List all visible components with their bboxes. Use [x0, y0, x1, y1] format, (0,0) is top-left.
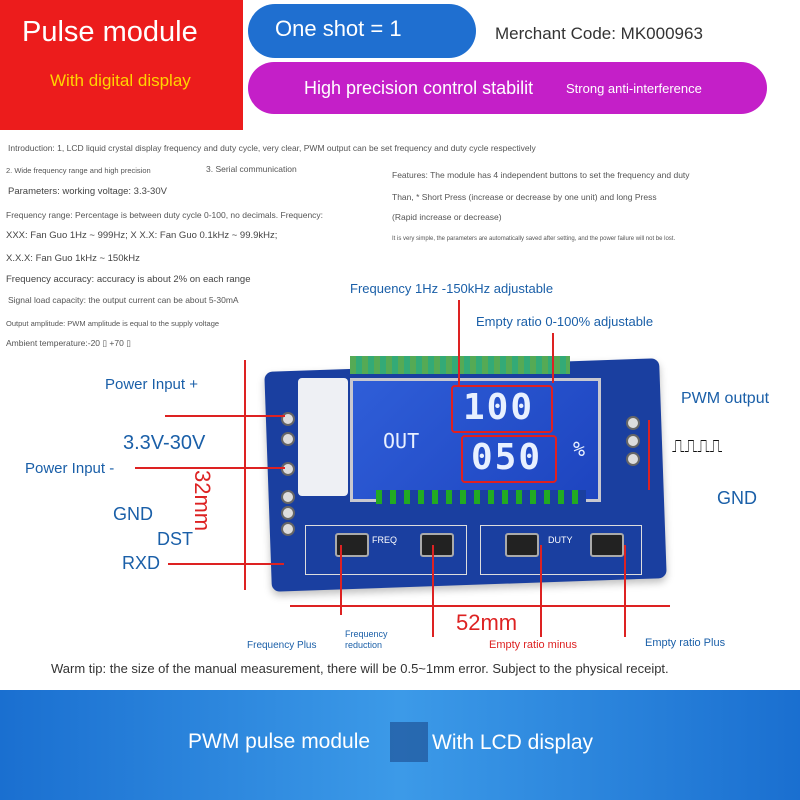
intro-line: 2. Wide frequency range and high precisi… [6, 166, 151, 175]
intro-line: It is very simple, the parameters are au… [392, 236, 676, 242]
pin-pwm-2 [626, 434, 640, 448]
intro-line: 3. Serial communication [206, 164, 297, 174]
quantity-pill [248, 4, 476, 58]
callout-power-plus: Power Input + [105, 376, 198, 393]
lcd-out-label: OUT [383, 429, 420, 453]
pwm-wave-icon: ⎍⎍⎍⎍ [672, 436, 723, 457]
lcd-display: OUT 100 050 % [350, 378, 601, 502]
intro-line: Frequency range: Percentage is between d… [6, 210, 324, 220]
callout-line [135, 467, 285, 469]
pin-header-bottom [376, 490, 586, 504]
callout-pwm-output: PWM output [681, 390, 770, 407]
callout-line [552, 333, 554, 383]
callout-gnd-right: GND [717, 488, 757, 508]
callout-empty-plus: Empty ratio Plus [645, 637, 726, 649]
intro-line: (Rapid increase or decrease) [392, 212, 502, 222]
duty-minus-button[interactable] [505, 533, 539, 557]
intro-line: X.X.X: Fan Guo 1kHz ~ 150kHz [6, 253, 140, 264]
height-dimension-label: 32mm [190, 470, 215, 532]
pin-gnd [281, 490, 295, 504]
freq-minus-button[interactable] [420, 533, 454, 557]
callout-line [458, 300, 460, 385]
banner-left-text: PWM pulse module [188, 730, 371, 753]
callout-power-minus: Power Input - [25, 460, 115, 477]
pin-pwm [626, 416, 640, 430]
callout-freq-reduction: Frequency reduction [345, 629, 388, 650]
callout-line [540, 545, 542, 637]
callout-voltage: 3.3V-30V [123, 432, 206, 454]
intro-line: Signal load capacity: the output current… [8, 295, 239, 305]
warm-tip: Warm tip: the size of the manual measure… [51, 661, 669, 676]
intro-line: Parameters: working voltage: 3.3-30V [8, 186, 167, 197]
intro-line: Frequency accuracy: accuracy is about 2%… [6, 274, 251, 285]
duty-plus-button[interactable] [590, 533, 624, 557]
height-dimension-line [244, 360, 246, 590]
pin-vin [281, 432, 295, 446]
intro-line: Than, * Short Press (increase or decreas… [392, 192, 657, 202]
pin-rxd [281, 522, 295, 536]
callout-line [168, 563, 284, 565]
pin-gnd-right [626, 452, 640, 466]
intro-line: Introduction: 1, LCD liquid crystal disp… [8, 143, 536, 153]
callout-line [624, 545, 626, 637]
product-title: Pulse module [22, 16, 198, 48]
freq-button-group [305, 525, 467, 575]
lcd-duty-value: 050 [471, 437, 543, 478]
callout-freq-plus: Frequency Plus [247, 640, 317, 651]
banner-right-text: With LCD display [432, 731, 594, 754]
callout-rxd: RXD [122, 553, 161, 573]
lcd-percent: % [573, 437, 586, 461]
quantity-pill-label: One shot = 1 [275, 16, 402, 41]
merchant-code: Merchant Code: MK000963 [495, 24, 703, 43]
callout-line [165, 415, 285, 417]
callout-frequency: Frequency 1Hz -150kHz adjustable [350, 281, 554, 296]
duty-button-group [480, 525, 642, 575]
product-subtitle: With digital display [50, 71, 191, 90]
callout-line [340, 545, 342, 615]
width-dimension-label: 52mm [456, 610, 518, 635]
feature-pill [248, 62, 767, 114]
intro-line: Features: The module has 4 independent b… [392, 170, 690, 180]
pin-dst [281, 506, 295, 520]
feature-pill-overlay: Strong anti-interference [566, 81, 702, 96]
board-sticker [298, 378, 348, 496]
pin-header-top [350, 356, 570, 374]
header-red-panel [0, 0, 243, 130]
duty-segment-box [461, 435, 557, 483]
pin-vin-minus [281, 462, 295, 476]
freq-segment-box [451, 385, 553, 433]
banner-divider [390, 722, 428, 762]
callout-empty-ratio: Empty ratio 0-100% adjustable [476, 314, 654, 329]
callout-gnd-left: GND [113, 504, 153, 524]
lcd-freq-value: 100 [463, 387, 535, 428]
freq-button-label: FREQ [372, 535, 398, 545]
duty-button-label: DUTY [548, 535, 573, 545]
intro-line: Ambient temperature:-20 ▯ +70 ▯ [6, 338, 131, 348]
intro-line: Output amplitude: PWM amplitude is equal… [6, 319, 220, 328]
callout-dst: DST [157, 529, 193, 549]
callout-line [432, 545, 434, 637]
callout-empty-minus: Empty ratio minus [489, 639, 578, 651]
callout-line [648, 420, 650, 490]
feature-pill-label: High precision control stabilit [304, 78, 534, 98]
width-dimension-line [290, 605, 670, 607]
intro-line: XXX: Fan Guo 1Hz ~ 999Hz; X X.X: Fan Guo… [6, 230, 278, 241]
